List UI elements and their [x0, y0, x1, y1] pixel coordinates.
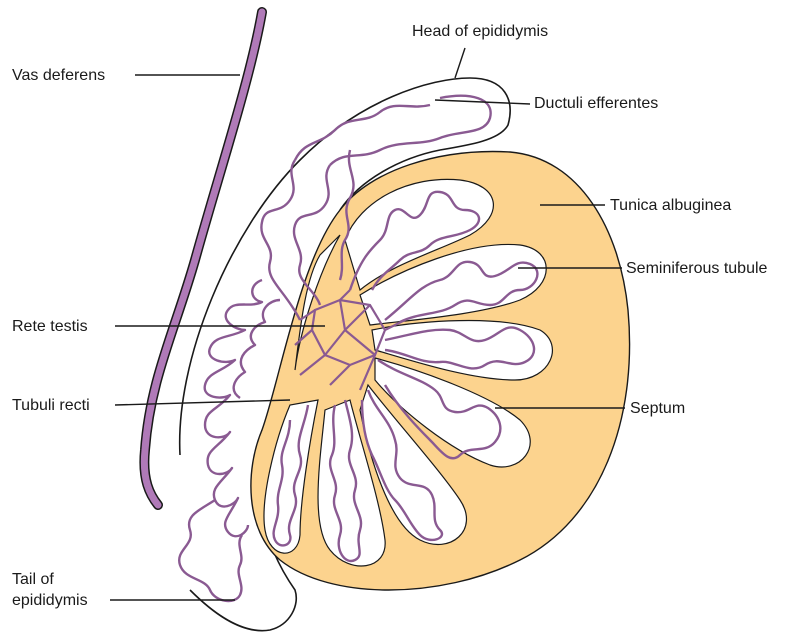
label-seminiferous-tubule: Seminiferous tubule	[626, 259, 767, 278]
label-head-of-epididymis: Head of epididymis	[412, 22, 548, 41]
label-tubuli-recti: Tubuli recti	[12, 396, 90, 415]
leader-head-of-epididymis	[455, 48, 465, 78]
label-rete-testis: Rete testis	[12, 317, 88, 336]
vas-deferens-fill	[144, 12, 262, 505]
label-septum: Septum	[630, 399, 685, 418]
label-ductuli-efferentes: Ductuli efferentes	[534, 94, 658, 113]
label-tail-of-epididymis-line2: epididymis	[12, 591, 88, 610]
label-tunica-albuginea: Tunica albuginea	[610, 196, 731, 215]
label-vas-deferens: Vas deferens	[12, 66, 105, 85]
label-tail-of-epididymis-line1: Tail of	[12, 570, 54, 589]
leader-tubuli-recti	[115, 400, 290, 405]
